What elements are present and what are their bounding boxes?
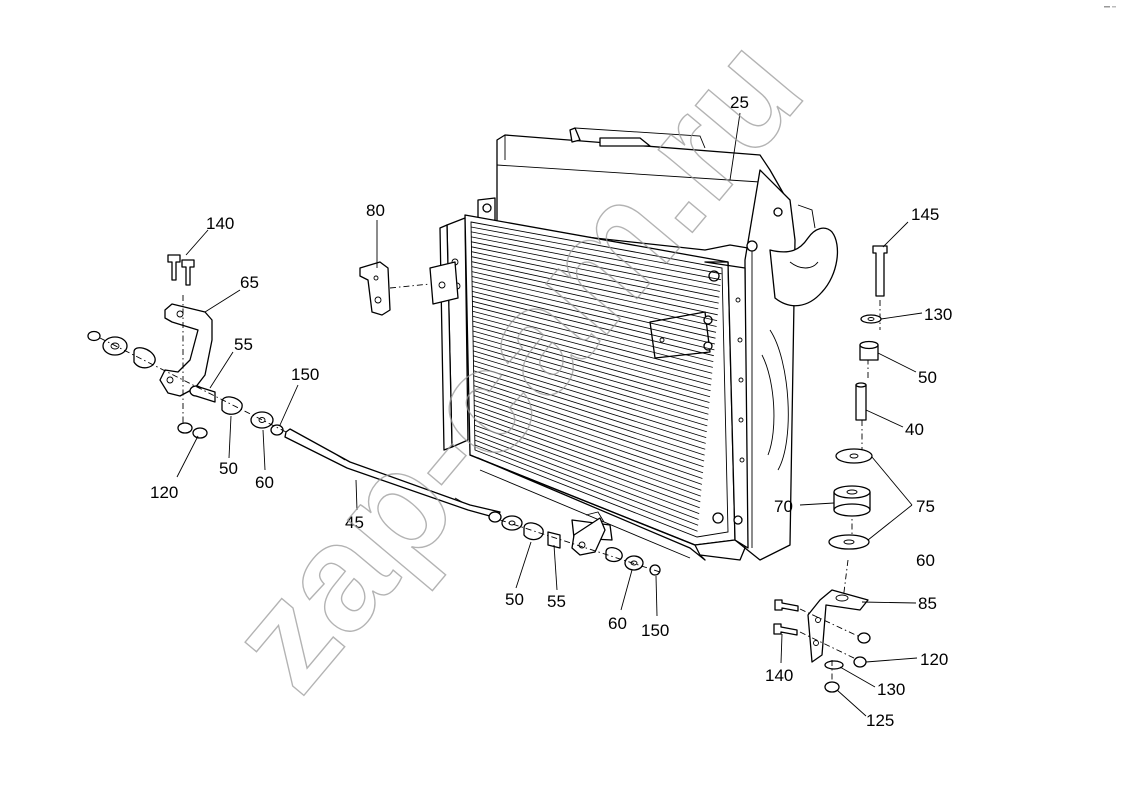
fin-line xyxy=(471,236,721,286)
callout-50-left: 50 xyxy=(219,459,238,478)
fin-line xyxy=(471,241,720,292)
callout-145: 145 xyxy=(911,205,939,224)
callout-130-lower: 130 xyxy=(877,680,905,699)
fin-line xyxy=(471,246,720,298)
fin-line xyxy=(474,405,703,485)
fin-line xyxy=(474,429,700,514)
fin-line xyxy=(471,231,721,281)
fin-line xyxy=(472,305,713,368)
corner-mark-2 xyxy=(1112,6,1116,8)
fin-line xyxy=(472,340,710,409)
fin-line xyxy=(472,300,714,362)
fin-line xyxy=(473,380,705,456)
fin-line xyxy=(474,414,701,497)
fin-line xyxy=(472,286,715,345)
callout-25: 25 xyxy=(730,93,749,112)
callout-125: 125 xyxy=(866,711,894,730)
fin-line xyxy=(473,390,704,468)
fin-line xyxy=(473,395,704,474)
fin-line xyxy=(472,295,714,357)
fin-line xyxy=(473,375,706,450)
fin-line xyxy=(474,424,700,509)
callout-60-right: 60 xyxy=(916,551,935,570)
fin-line xyxy=(471,251,719,304)
callout-50-center: 50 xyxy=(505,590,524,609)
fin-line xyxy=(471,266,718,321)
callout-120-right: 120 xyxy=(920,650,948,669)
fin-line xyxy=(472,291,715,351)
radiator-core-fins xyxy=(471,226,722,532)
callout-70: 70 xyxy=(774,497,793,516)
left-upper-mount-group xyxy=(87,254,291,439)
callout-140-right: 140 xyxy=(765,666,793,685)
fin-line xyxy=(474,419,701,503)
callout-80: 80 xyxy=(366,201,385,220)
corner-mark xyxy=(1104,6,1110,8)
callout-150-left: 150 xyxy=(291,365,319,384)
bracket-80 xyxy=(359,261,459,316)
callout-120-left: 120 xyxy=(150,483,178,502)
fin-line xyxy=(471,261,718,316)
fin-line xyxy=(472,335,710,403)
callout-45: 45 xyxy=(345,513,364,532)
callout-85: 85 xyxy=(918,594,937,613)
fin-line xyxy=(474,434,699,520)
callout-60-left: 60 xyxy=(255,473,274,492)
callout-60-center: 60 xyxy=(608,614,627,633)
fin-line xyxy=(472,325,711,392)
fin-line xyxy=(471,271,717,327)
fin-line xyxy=(473,385,705,462)
fin-line xyxy=(473,360,707,433)
callout-labels: 25 80 140 65 55 150 120 50 60 45 50 55 6… xyxy=(150,93,952,730)
fin-line xyxy=(474,409,702,491)
fin-line xyxy=(473,355,708,427)
fin-line xyxy=(472,315,712,380)
callout-75: 75 xyxy=(916,497,935,516)
fin-line xyxy=(473,370,706,444)
fin-line xyxy=(473,350,709,421)
fin-line xyxy=(471,256,719,310)
callout-140-left: 140 xyxy=(206,214,234,233)
callout-150-center: 150 xyxy=(641,621,669,640)
callout-55-left: 55 xyxy=(234,335,253,354)
fin-line xyxy=(473,400,703,479)
fin-line xyxy=(474,439,699,526)
fin-line xyxy=(471,281,716,339)
right-mount-stack xyxy=(773,245,888,693)
fin-line xyxy=(472,330,711,398)
callout-130-upper: 130 xyxy=(924,305,952,324)
fin-line xyxy=(473,365,707,438)
callout-65: 65 xyxy=(240,273,259,292)
fin-line xyxy=(472,310,713,374)
leader-lines xyxy=(176,112,923,717)
fin-line xyxy=(472,320,712,386)
callout-55-center: 55 xyxy=(547,592,566,611)
fin-line xyxy=(474,444,698,532)
callout-50-right: 50 xyxy=(918,368,937,387)
callout-40: 40 xyxy=(905,420,924,439)
fin-line xyxy=(473,345,709,415)
fin-line xyxy=(471,276,717,333)
fin-line xyxy=(471,226,722,275)
center-lower-mount-group xyxy=(488,511,661,576)
